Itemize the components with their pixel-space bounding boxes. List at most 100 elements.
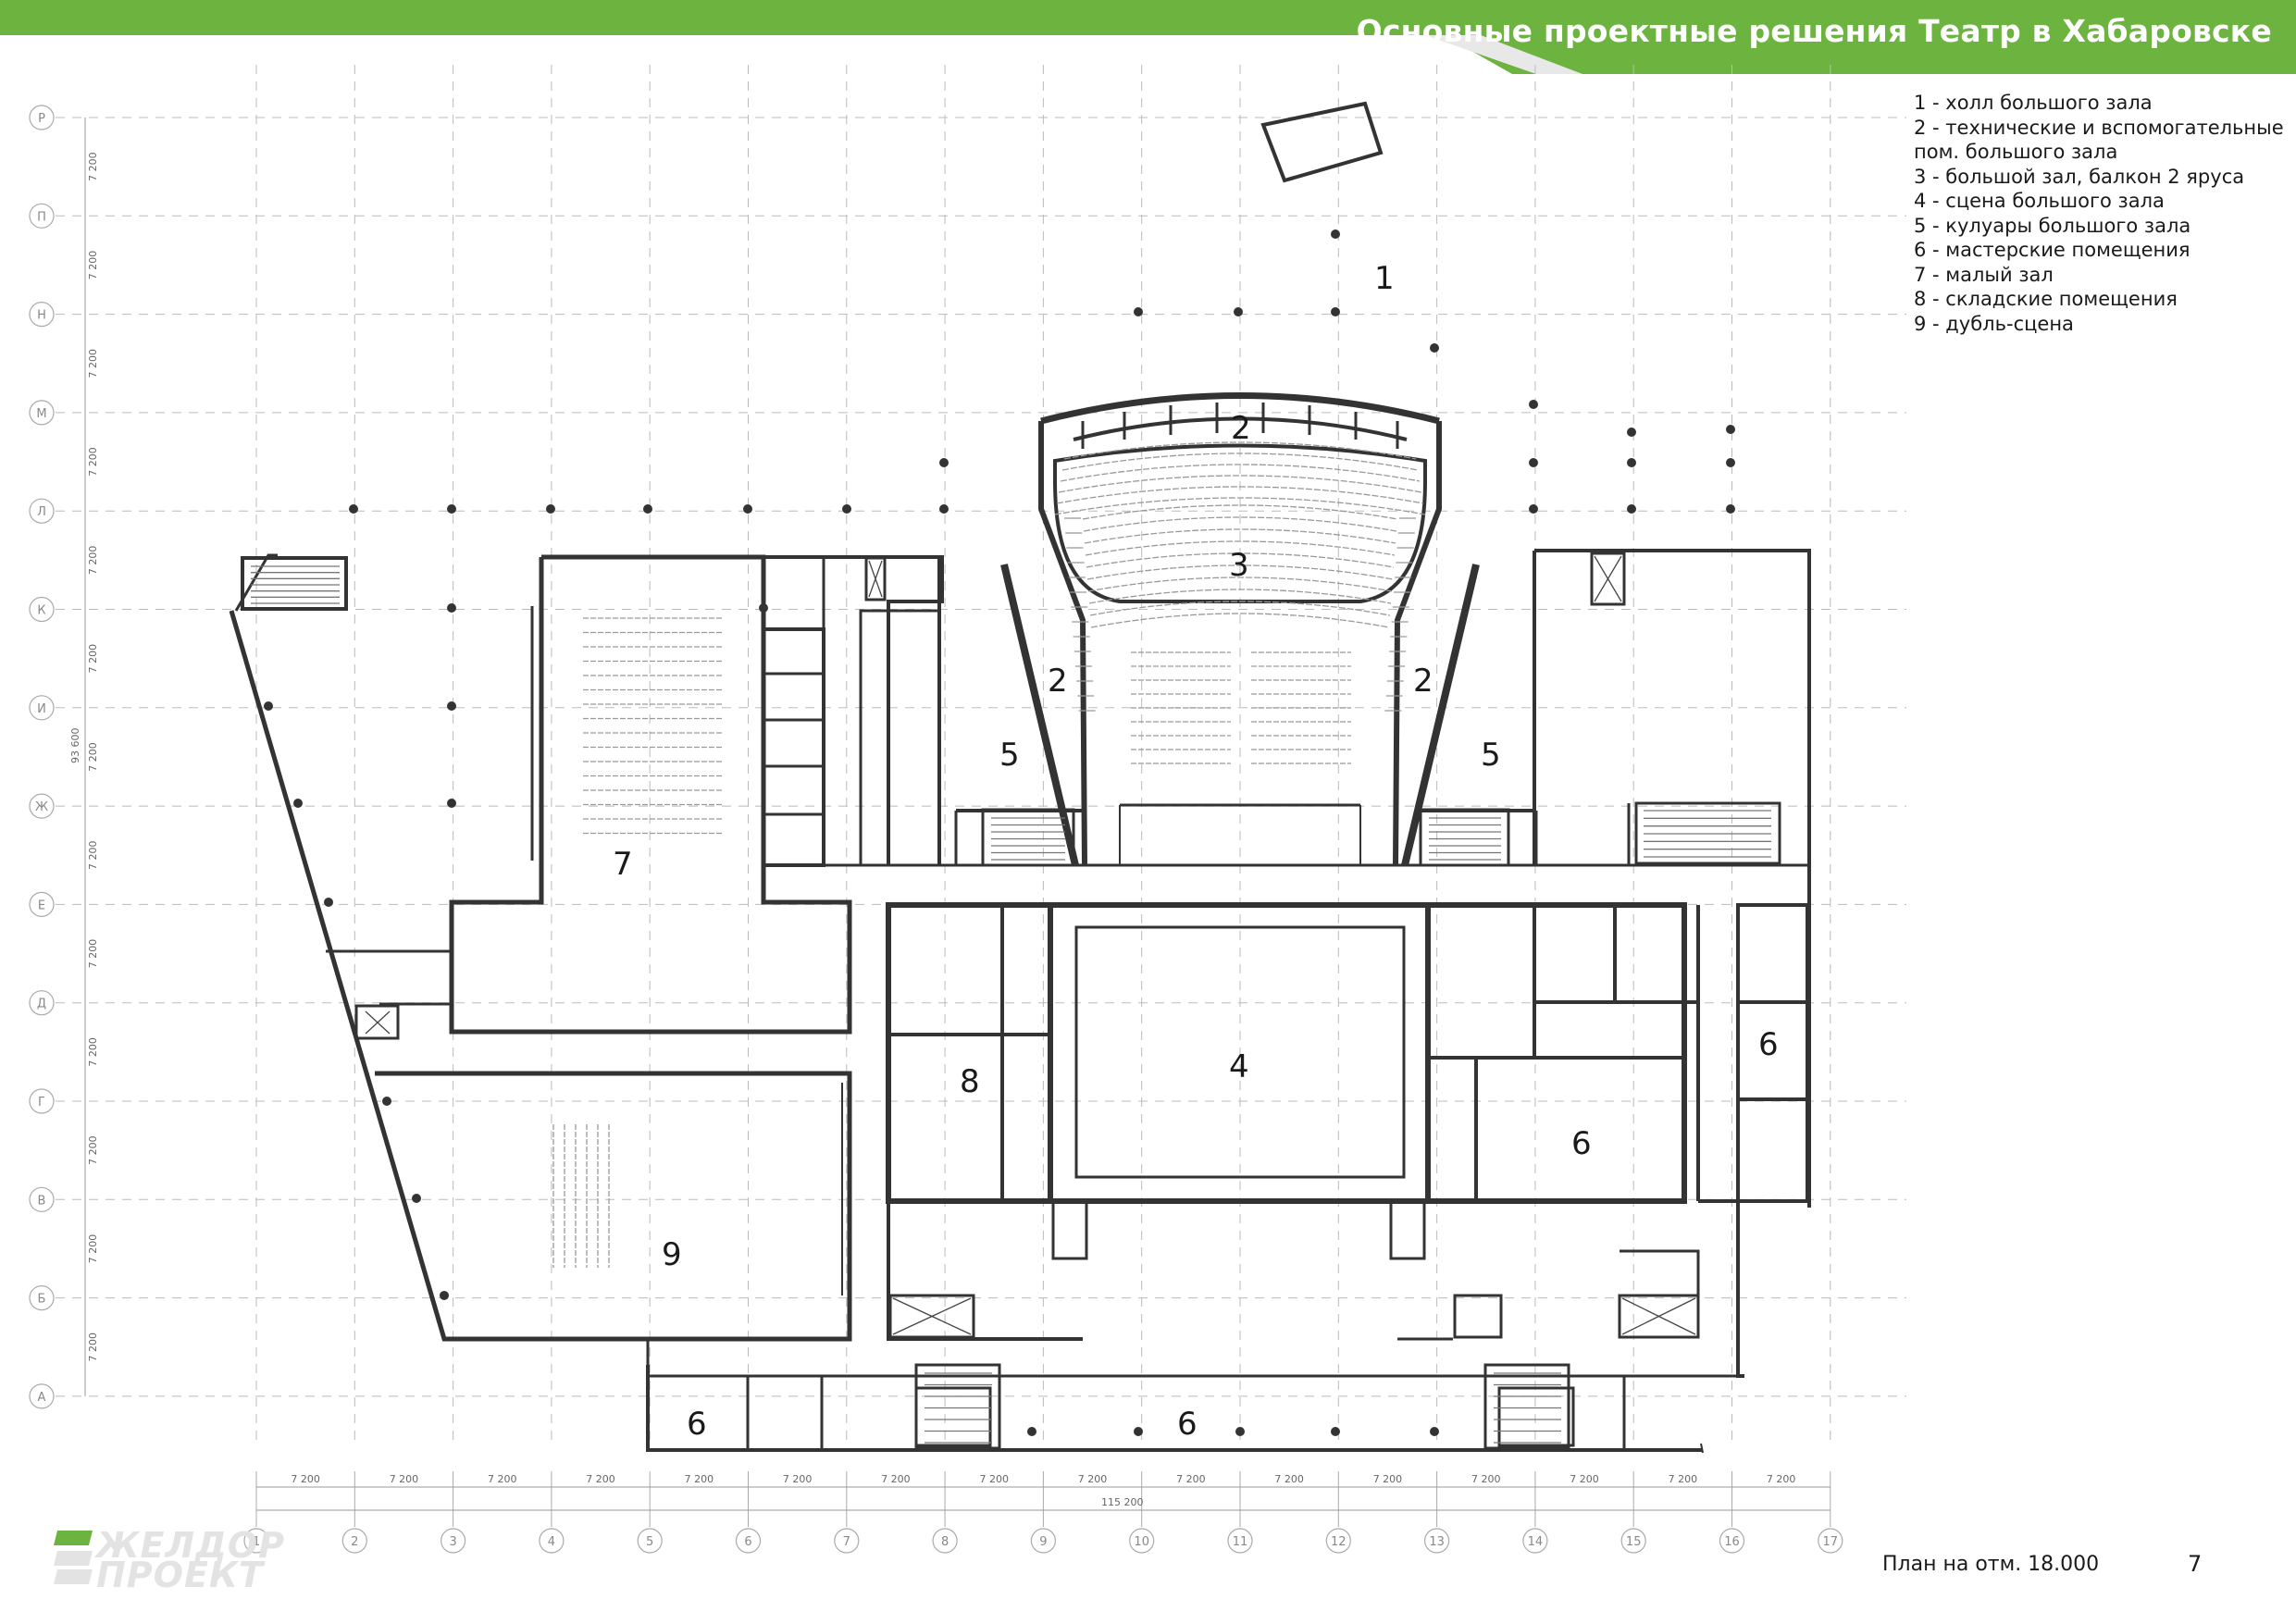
column-dot: [1134, 307, 1143, 316]
row-axis-bubble: [29, 596, 55, 623]
column-axis-label: 10: [1134, 1535, 1149, 1549]
column-axis-label: 5: [646, 1535, 653, 1549]
column-axis-label: 2: [351, 1535, 358, 1549]
column-dot: [382, 1097, 391, 1106]
row-axis-bubble: [29, 105, 55, 130]
row-axis-label: Ж: [35, 800, 48, 814]
column-axis-bubble: [243, 1528, 269, 1554]
column-axis-bubble: [735, 1528, 762, 1554]
room-label-6-bottom: 6: [1177, 1406, 1198, 1443]
row-axis-label: Р: [38, 112, 45, 126]
grid-step-label: 7 200: [881, 1473, 911, 1485]
room-label-2-top: 2: [1231, 410, 1251, 447]
row-axis-bubble: [29, 1383, 55, 1409]
room-label-6-right-small: 6: [1758, 1026, 1779, 1063]
row-axis-label: В: [38, 1194, 46, 1208]
column-dot: [1529, 458, 1538, 467]
plan-caption: План на отм. 18.000: [1882, 1553, 2100, 1576]
column-axis-bubble: [1423, 1528, 1450, 1554]
column-dot: [412, 1194, 421, 1203]
dimension-lines: 7 200 7 200 7 200 7 200 7 200 7 200 7 200 7 200…: [84, 118, 1831, 1527]
logo-line-1: ЖЕЛДОР: [96, 1525, 286, 1566]
grid-step-label: 7 200: [980, 1473, 1010, 1485]
column-dot: [1331, 229, 1340, 239]
axis-grid: [56, 65, 1906, 1444]
row-axis-label: Д: [37, 998, 46, 1011]
column-dot: [349, 504, 358, 514]
column-dot: [1430, 343, 1439, 353]
grid-step-label: 7 200: [87, 251, 99, 280]
column-dot: [1529, 400, 1538, 409]
column-axis-label: 12: [1331, 1535, 1347, 1549]
column-dot: [1529, 504, 1538, 514]
row-axis-label: Е: [38, 899, 45, 912]
grid-step-label: 7 200: [1669, 1473, 1698, 1485]
column-dot: [447, 603, 456, 613]
column-dot: [939, 504, 949, 514]
column-dot: [1627, 504, 1636, 514]
row-axis-bubble: [29, 695, 55, 721]
grid-step-label: 7 200: [1767, 1473, 1796, 1485]
grid-step-label: 7 200: [1373, 1473, 1403, 1485]
room-label-8: 8: [960, 1063, 980, 1100]
grid-step-label: 7 200: [1274, 1473, 1304, 1485]
column-dot: [1627, 458, 1636, 467]
stalls-seat-row: [1088, 589, 1392, 604]
column-axis-label: 6: [744, 1535, 751, 1549]
column-dot: [440, 1291, 449, 1300]
room-label-2-left: 2: [1048, 663, 1068, 700]
row-axis-label: Н: [37, 309, 46, 323]
grid-step-label: 7 200: [87, 841, 99, 871]
column-axis-bubble: [1129, 1528, 1155, 1554]
row-axis-bubble: [29, 302, 55, 328]
room-label-2-right: 2: [1413, 663, 1433, 700]
column-dot: [759, 603, 768, 613]
column-dot: [1726, 504, 1735, 514]
stalls-seat-row: [1086, 552, 1395, 568]
column-dot: [293, 799, 303, 808]
stalls-seat-row: [1089, 601, 1391, 616]
grid-step-label: 7 200: [291, 1473, 320, 1485]
total-height-dimension: 93 600: [69, 728, 81, 764]
column-axis-bubble: [341, 1528, 367, 1554]
grid-step-label: 7 200: [87, 349, 99, 378]
room-label-9: 9: [662, 1236, 682, 1273]
column-axis-bubble: [539, 1528, 565, 1554]
row-axis-bubble: [29, 793, 55, 819]
column-dot: [1134, 1427, 1143, 1436]
stalls-seat-row: [1086, 564, 1394, 580]
grid-step-label: 7 200: [1176, 1473, 1206, 1485]
grid-step-label: 7 200: [1471, 1473, 1501, 1485]
balcony-seat-row: [1061, 452, 1419, 471]
balcony-seat-row: [1063, 441, 1417, 460]
room-label-6-bottom-left: 6: [687, 1406, 707, 1443]
row-axis-bubble: [29, 203, 55, 229]
column-axis-label: 11: [1233, 1535, 1248, 1549]
column-dot: [1027, 1427, 1036, 1436]
stalls-seat-row: [1083, 516, 1397, 532]
grid-step-label: 7 200: [87, 152, 99, 181]
grid-step-label: 7 200: [87, 447, 99, 477]
lift-shaft-cross: [892, 1297, 972, 1335]
legend-item: 5 - кулуары большого зала: [1914, 214, 2191, 237]
column-dot: [1235, 1427, 1245, 1436]
column-dot: [842, 504, 851, 514]
column-axis-bubble: [1818, 1528, 1843, 1554]
column-dot: [264, 701, 273, 711]
column-axis-label: 16: [1724, 1535, 1740, 1549]
room-label-6-right: 6: [1571, 1125, 1592, 1162]
company-logo: ЖЕЛДОР ПРОЕКТ: [54, 1525, 284, 1595]
grid-step-label: 7 200: [87, 1135, 99, 1165]
column-axis-bubble: [1719, 1528, 1745, 1554]
column-dot: [939, 458, 949, 467]
structural-columns: [264, 229, 1735, 1436]
column-axis-label: 13: [1429, 1535, 1445, 1549]
legend-item: пом. большого зала: [1914, 141, 2118, 163]
column-dot: [643, 504, 652, 514]
grid-step-label: 7 200: [1078, 1473, 1108, 1485]
row-axis-label: К: [37, 604, 45, 618]
grid-step-label: 7 200: [390, 1473, 419, 1485]
row-axis-bubble: [29, 1186, 55, 1212]
room-label-3: 3: [1229, 547, 1249, 584]
